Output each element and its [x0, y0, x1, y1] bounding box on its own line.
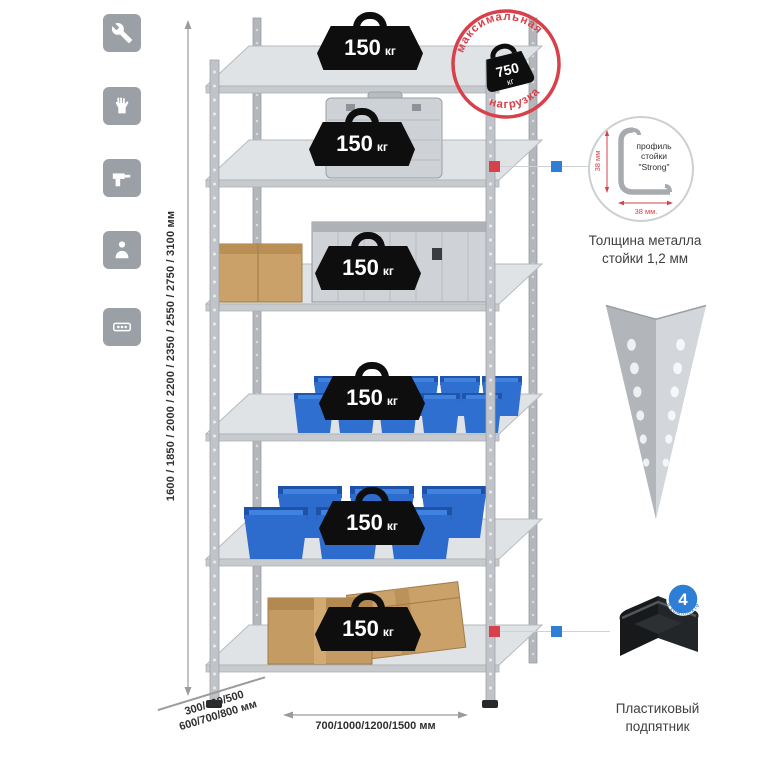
wrench-icon — [111, 23, 133, 44]
weight-icon — [345, 108, 379, 124]
weight-unit: кг — [384, 44, 396, 58]
weight-value: 150 — [336, 131, 373, 156]
weight-unit: кг — [386, 519, 398, 533]
weight-unit: кг — [376, 140, 388, 154]
profile-cross-section — [618, 127, 670, 195]
width-dimension-line — [283, 711, 468, 719]
person-icon — [115, 241, 129, 259]
gloves-icon — [115, 97, 129, 114]
weight-icon — [355, 487, 389, 503]
profile-label-2: стойки — [641, 151, 667, 161]
max-load-stamp: максимальная нагрузка 750 кг — [436, 0, 577, 134]
weight-unit: кг — [382, 264, 394, 278]
foot-caption: Пластиковый подпятник — [575, 700, 740, 736]
weight-value: 150 — [342, 255, 379, 280]
profile-label-3: "Strong" — [638, 162, 669, 172]
profile-dim-width: 38 мм. — [635, 207, 658, 216]
profile-caption-line2: стойки 1,2 мм — [601, 251, 689, 267]
badge-number: 4 — [678, 590, 688, 609]
included-count-badge: 4 в комплекте — [660, 576, 706, 627]
weight-value: 150 — [344, 35, 381, 60]
rack-icon — [113, 322, 131, 332]
weight-value: 150 — [346, 385, 383, 410]
feature-tile-person — [103, 231, 141, 269]
post-profile-detail: 38 мм 38 мм. профиль стойки "Strong" — [588, 116, 694, 222]
foot-caption-line1: Пластиковый — [615, 701, 700, 716]
stamp-weight-value: 750 — [494, 59, 521, 80]
profile-label-1: профиль — [636, 141, 672, 151]
weight-icon — [355, 362, 389, 378]
drill-icon — [112, 173, 131, 187]
weight-icon — [486, 43, 535, 92]
foot-caption-line2: подпятник — [625, 719, 690, 735]
profile-dim-height: 38 мм — [593, 151, 602, 172]
feature-tile-rack — [103, 308, 141, 346]
feature-tile-assembly — [103, 14, 141, 52]
feature-tile-drill — [103, 159, 141, 197]
stamp-weight-unit: кг — [506, 76, 515, 87]
weight-value: 150 — [346, 510, 383, 535]
foot-marker-blue — [551, 626, 562, 637]
width-dimension-label: 700/1000/1200/1500 мм — [315, 720, 436, 732]
height-dimension-label: 1600 / 1850 / 2000 / 2200 / 2350 / 2550 … — [165, 210, 177, 502]
profile-marker-blue — [551, 161, 562, 172]
profile-caption: Толщина металла стойки 1,2 мм — [565, 232, 725, 268]
weight-icon — [353, 12, 387, 28]
weight-value: 150 — [342, 616, 379, 641]
foot-marker-red — [489, 626, 500, 637]
profile-connector-line — [500, 166, 588, 167]
profile-caption-line1: Толщина металла — [588, 233, 702, 248]
weight-icon — [351, 232, 385, 248]
cardboard-box-small — [213, 243, 303, 303]
height-dimension-line — [184, 20, 192, 696]
weight-icon — [351, 593, 385, 609]
weight-unit: кг — [382, 625, 394, 639]
profile-marker-red — [489, 161, 500, 172]
weight-unit: кг — [386, 394, 398, 408]
angle-post-image — [605, 304, 707, 520]
feature-tile-gloves — [103, 87, 141, 125]
